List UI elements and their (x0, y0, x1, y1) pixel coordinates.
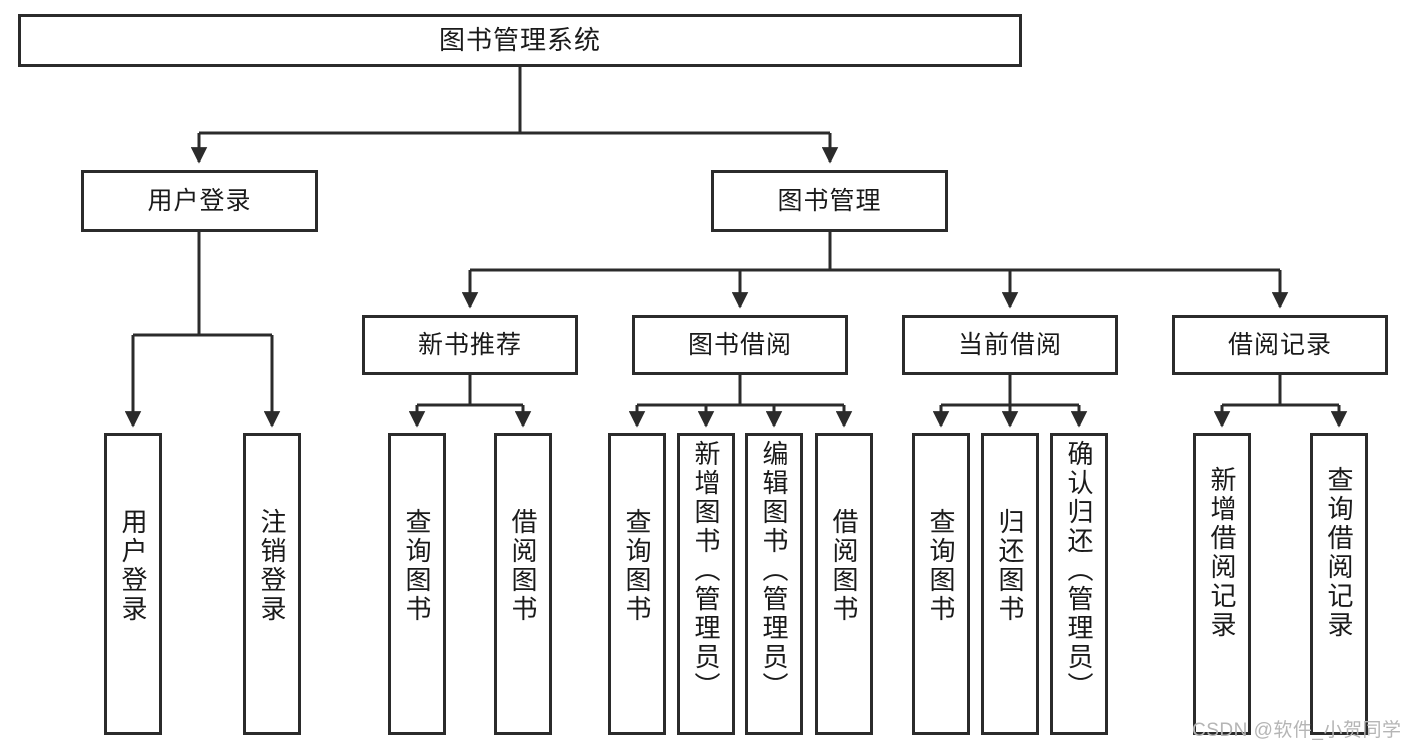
leaf-add-book-admin[interactable]: 新增图书（管理员） (677, 433, 735, 735)
node-label: 新增图书（管理员） (691, 440, 721, 701)
leaf-borrow-book[interactable]: 借阅图书 (815, 433, 873, 735)
node-borrow-record[interactable]: 借阅记录 (1172, 315, 1388, 375)
node-label: 归还图书 (995, 508, 1025, 624)
leaf-return-book[interactable]: 归还图书 (981, 433, 1039, 735)
node-book-borrow[interactable]: 图书借阅 (632, 315, 848, 375)
node-label: 借阅记录 (1227, 330, 1332, 359)
leaf-query-book-current[interactable]: 查询图书 (912, 433, 970, 735)
node-label: 借阅图书 (508, 508, 538, 624)
node-label: 查询图书 (402, 508, 432, 624)
leaf-query-book-borrow[interactable]: 查询图书 (608, 433, 666, 735)
node-label: 查询借阅记录 (1324, 466, 1354, 640)
node-label: 当前借阅 (957, 330, 1062, 359)
leaf-confirm-return-admin[interactable]: 确认归还（管理员） (1050, 433, 1108, 735)
node-label: 新增借阅记录 (1207, 466, 1237, 640)
node-label: 确认归还（管理员） (1064, 440, 1094, 701)
node-label: 借阅图书 (829, 508, 859, 624)
node-current-borrow[interactable]: 当前借阅 (902, 315, 1118, 375)
node-book-management[interactable]: 图书管理 (711, 170, 948, 232)
node-label: 注销登录 (257, 508, 287, 624)
node-label: 查询图书 (926, 508, 956, 624)
leaf-add-borrow-record[interactable]: 新增借阅记录 (1193, 433, 1251, 735)
node-label: 新书推荐 (417, 330, 522, 359)
node-label: 图书借阅 (687, 330, 792, 359)
node-label: 查询图书 (622, 508, 652, 624)
node-label: 编辑图书（管理员） (759, 440, 789, 701)
leaf-edit-book-admin[interactable]: 编辑图书（管理员） (745, 433, 803, 735)
leaf-query-borrow-record[interactable]: 查询借阅记录 (1310, 433, 1368, 735)
node-user-login[interactable]: 用户登录 (81, 170, 318, 232)
node-label: 图书管理 (777, 186, 882, 215)
watermark-text: CSDN @软件_小贺同学 (1192, 720, 1402, 741)
leaf-borrow-book-recommend[interactable]: 借阅图书 (494, 433, 552, 735)
leaf-user-login[interactable]: 用户登录 (104, 433, 162, 735)
leaf-query-book-recommend[interactable]: 查询图书 (388, 433, 446, 735)
node-book-management-system[interactable]: 图书管理系统 (18, 14, 1022, 67)
leaf-logout[interactable]: 注销登录 (243, 433, 301, 735)
node-new-book-recommend[interactable]: 新书推荐 (362, 315, 578, 375)
node-label: 用户登录 (147, 186, 252, 215)
node-label: 用户登录 (118, 508, 148, 624)
node-label: 图书管理系统 (438, 24, 601, 55)
